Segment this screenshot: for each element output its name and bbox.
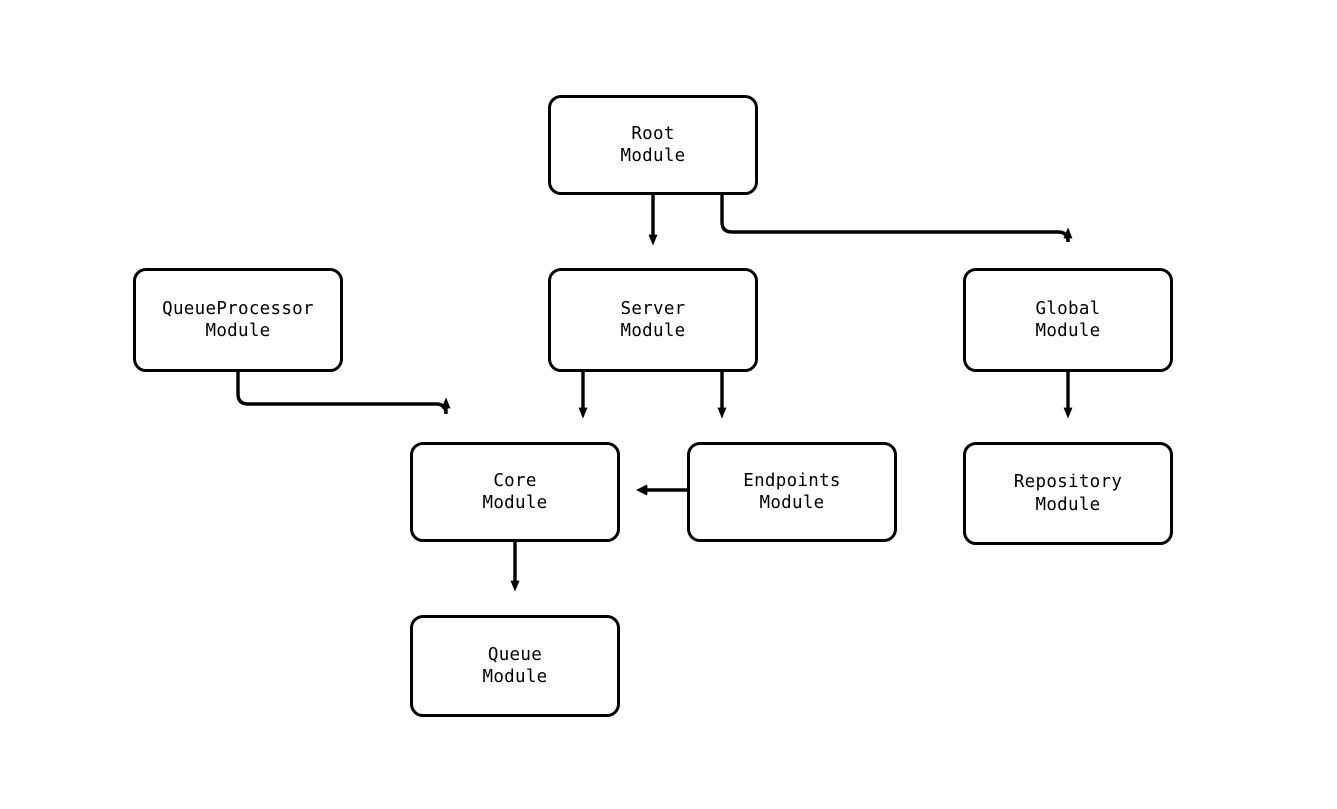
node-server-module-label: Server Module <box>620 298 686 342</box>
node-queue-module[interactable]: Queue Module <box>410 615 620 717</box>
node-queueprocessor-module-label: QueueProcessor Module <box>162 298 314 342</box>
node-queue-module-label: Queue Module <box>482 644 548 688</box>
node-root-module-label: Root Module <box>620 123 686 167</box>
node-root-module[interactable]: Root Module <box>548 95 758 195</box>
node-core-module-label: Core Module <box>482 470 548 514</box>
node-repository-module-label: Repository Module <box>1013 472 1123 515</box>
node-server-module[interactable]: Server Module <box>548 268 758 372</box>
node-global-module-label: Global Module <box>1035 298 1101 342</box>
node-core-module[interactable]: Core Module <box>410 442 620 542</box>
edge-endpoints-to-core <box>636 484 687 496</box>
edge-queueprocessor-to-core <box>236 372 451 415</box>
node-endpoints-module-label: Endpoints Module <box>743 470 841 514</box>
node-queueprocessor-module[interactable]: QueueProcessor Module <box>133 268 343 372</box>
node-repository-module[interactable]: Repository Module <box>963 442 1173 545</box>
node-endpoints-module[interactable]: Endpoints Module <box>687 442 897 542</box>
node-global-module[interactable]: Global Module <box>963 268 1173 372</box>
edge-root-to-global <box>720 195 1073 243</box>
